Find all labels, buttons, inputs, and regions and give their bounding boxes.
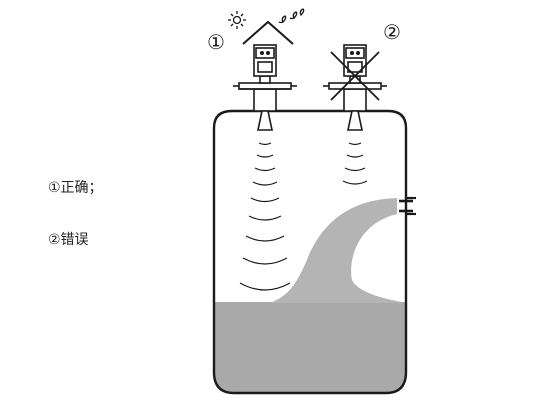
- sun-icon: [228, 11, 246, 29]
- marker-correct: ①: [207, 30, 225, 54]
- radar-beam-wrong: [342, 142, 368, 185]
- cross-mark-icon: [330, 51, 380, 101]
- radar-gauge-correct: [233, 44, 297, 131]
- radar-beam-correct: [239, 142, 291, 291]
- roof-shelter-icon: [242, 20, 294, 45]
- legend-wrong: ②错误: [48, 232, 89, 248]
- marker-wrong: ②: [383, 20, 401, 44]
- side-inlet-nozzle: [399, 196, 416, 216]
- rain-drops-icon: [278, 8, 305, 24]
- legend-correct: ①正确；: [48, 180, 103, 196]
- radar-gauge-wrong: [323, 44, 387, 131]
- tank-body: [212, 109, 408, 395]
- inflow-stream: [270, 198, 406, 303]
- liquid-level: [214, 302, 406, 393]
